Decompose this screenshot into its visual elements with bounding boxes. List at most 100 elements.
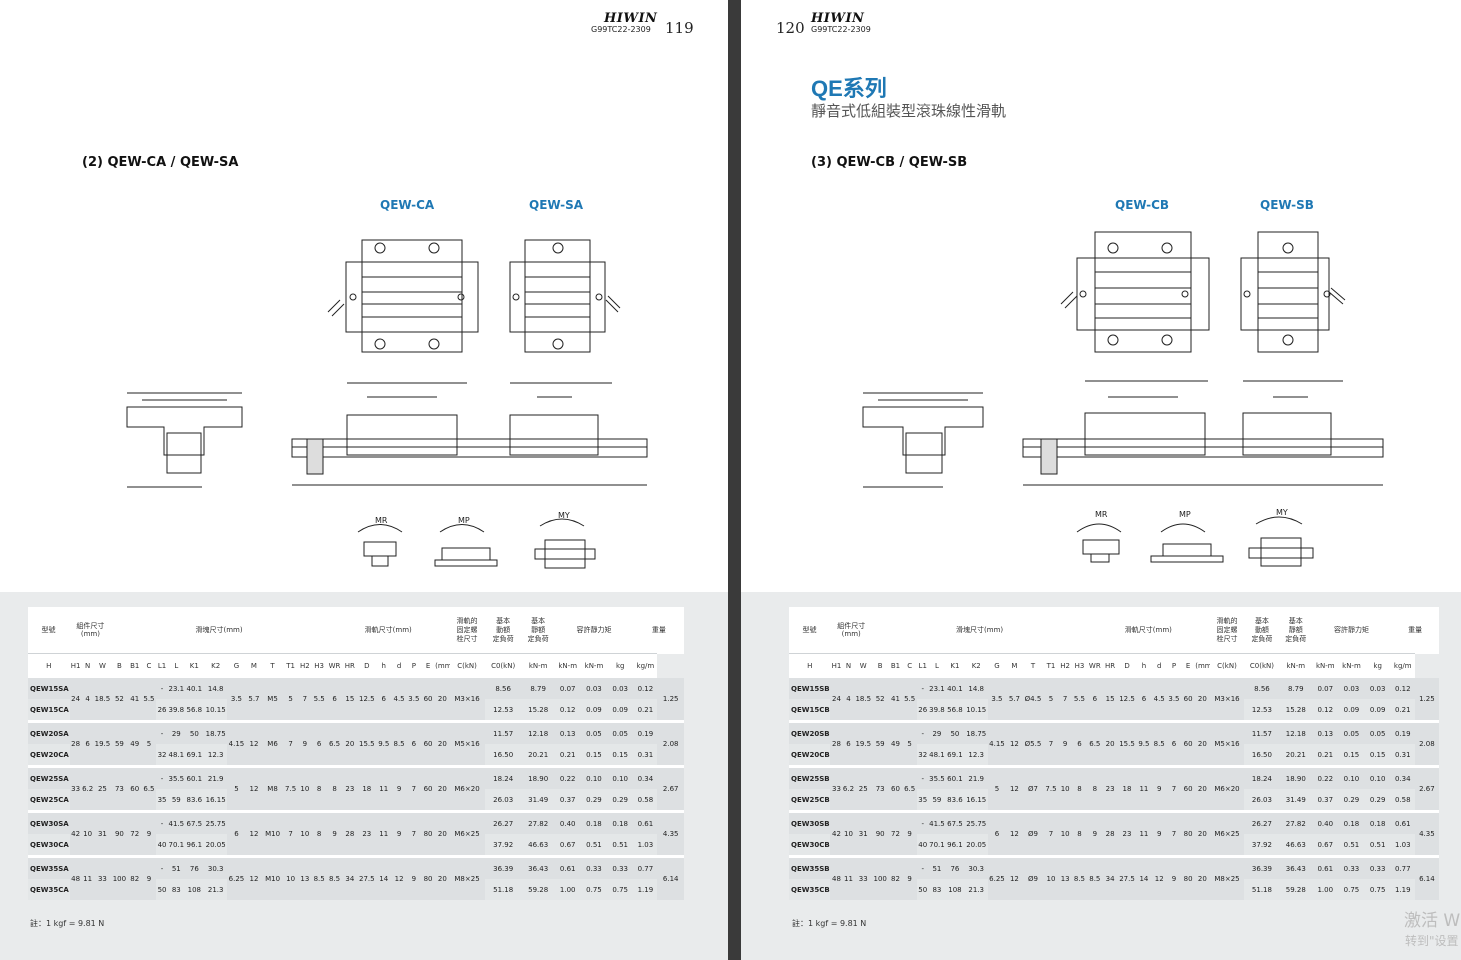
col-header: H1 (69, 653, 82, 678)
col-header: H (28, 653, 70, 678)
value-cell: 56.8 (184, 699, 205, 722)
value-cell: 12 (391, 855, 407, 900)
value-cell: 60.1 (945, 765, 965, 789)
value-cell: 42 (69, 810, 82, 857)
value-cell: 30.3 (204, 855, 228, 879)
value-cell: 20 (435, 765, 450, 812)
value-cell: 13 (298, 855, 312, 900)
value-cell: 0.34 (633, 765, 658, 789)
value-cell: 48.1 (928, 744, 946, 767)
value-cell: 20.21 (521, 744, 555, 767)
value-cell: 0.12 (554, 699, 581, 722)
value-cell: 3.5 (1166, 678, 1182, 722)
value-cell: 12 (1006, 720, 1023, 767)
value-cell: 0.10 (1338, 765, 1365, 789)
model-cell: QEW35CB (789, 879, 831, 900)
doc-code: G99TC22-2309 (591, 25, 651, 34)
value-cell: 59 (168, 789, 185, 812)
value-cell: 48 (69, 855, 82, 900)
value-cell: 28 (342, 810, 358, 857)
value-cell: 41.5 (168, 810, 185, 834)
col-header: h (1136, 653, 1152, 678)
value-cell: 0.09 (580, 699, 608, 722)
value-cell: 27.5 (357, 855, 377, 900)
value-cell: 12.3 (964, 744, 988, 767)
moment-mr-label: MR (1095, 510, 1108, 519)
value-cell: 35 (916, 789, 929, 812)
value-cell: 9 (902, 810, 917, 857)
col-header: (mm) (1195, 653, 1210, 678)
value-cell: 80 (1181, 810, 1196, 857)
value-cell: 2.08 (657, 720, 684, 767)
value-cell: 0.67 (554, 834, 581, 857)
value-cell: 42 (830, 810, 843, 857)
value-cell: 26.27 (484, 810, 522, 834)
value-cell: 49 (127, 720, 142, 767)
col-header: W (93, 653, 112, 678)
col-header: M (245, 653, 263, 678)
model-label-a: QEW-CB (1115, 198, 1170, 212)
col-header: B (111, 653, 128, 678)
value-cell: 40 (916, 834, 929, 857)
value-cell: 96.1 (184, 834, 205, 857)
value-cell: 1.03 (633, 834, 658, 857)
col-header: kN-m (1338, 653, 1365, 678)
value-cell: 0.15 (580, 744, 608, 767)
value-cell: 11 (376, 765, 392, 812)
value-cell: M6×25 (449, 810, 485, 857)
page-number: 120 (776, 19, 805, 37)
value-cell: 59.28 (521, 879, 555, 900)
value-cell: 69.1 (945, 744, 965, 767)
col-header: h (376, 653, 392, 678)
value-cell: 0.77 (633, 855, 658, 879)
value-cell: 100 (111, 855, 128, 900)
top-view-drawing (1060, 231, 1346, 353)
value-cell: 0.37 (1312, 789, 1339, 812)
value-cell: 41.5 (928, 810, 946, 834)
value-cell: 33 (830, 765, 843, 812)
value-cell: 5.7 (1006, 678, 1023, 722)
value-cell: 30.3 (964, 855, 988, 879)
model-label-b: QEW-SB (1260, 198, 1314, 212)
value-cell: 12 (245, 810, 263, 857)
value-cell: 8 (1071, 810, 1088, 857)
value-cell: M10 (262, 855, 283, 900)
value-cell: 11 (1136, 810, 1152, 857)
value-cell: 14 (376, 855, 392, 900)
value-cell: 12 (1151, 855, 1167, 900)
value-cell: 67.5 (184, 810, 205, 834)
value-cell: 70.1 (928, 834, 946, 857)
col-header: C (902, 653, 917, 678)
value-cell: 5.5 (311, 678, 327, 722)
value-cell: 0.22 (1312, 765, 1339, 789)
value-cell: 18.75 (204, 720, 228, 744)
value-cell: 8.56 (1244, 678, 1280, 699)
model-cell: QEW35CA (28, 879, 70, 900)
col-header: G (227, 653, 246, 678)
value-cell: 59 (928, 789, 946, 812)
value-cell: M6×20 (449, 765, 485, 812)
value-cell: 7 (1043, 810, 1059, 857)
value-cell: 29 (928, 720, 946, 744)
value-cell: 0.18 (1338, 810, 1365, 834)
value-cell: 0.51 (580, 834, 608, 857)
value-cell: 19.5 (93, 720, 112, 767)
value-cell: 0.75 (1364, 879, 1391, 900)
value-cell: 9 (326, 810, 343, 857)
moment-mr-label: MR (375, 516, 388, 525)
value-cell: 7 (406, 765, 421, 812)
model-cell: QEW15CA (28, 699, 70, 722)
model-cell: QEW15SA (28, 678, 70, 699)
value-cell: 16.15 (204, 789, 228, 812)
value-cell: - (916, 678, 929, 699)
value-cell: 20 (435, 720, 450, 767)
col-header: K1 (184, 653, 205, 678)
col-header: (mm) (435, 653, 450, 678)
value-cell: 21.3 (204, 879, 228, 900)
value-cell: 31 (93, 810, 112, 857)
